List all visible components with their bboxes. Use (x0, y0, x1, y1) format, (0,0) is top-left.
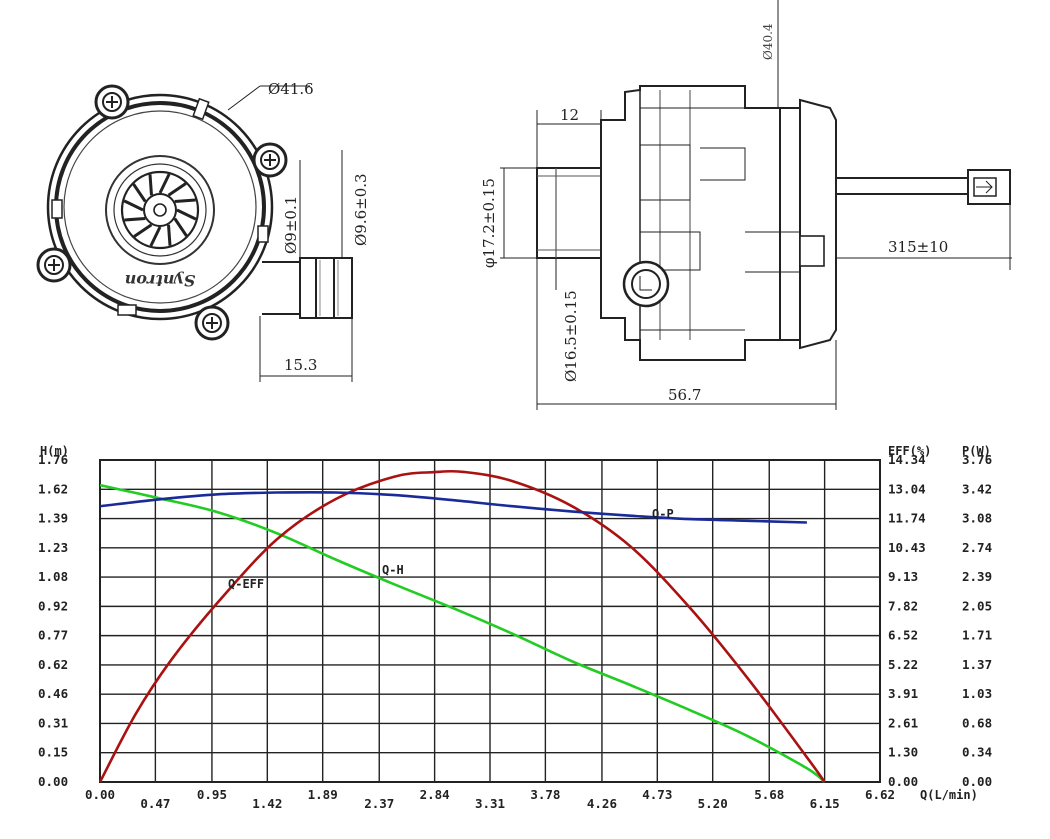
x-tick-label: 6.62 (865, 787, 895, 802)
eff-tick-label: 5.22 (888, 657, 918, 672)
dim-inlet-length: 12 (560, 106, 579, 124)
eff-tick-label: 10.43 (888, 540, 926, 555)
dim-inlet-outer-diameter: φ17.2±0.15 (480, 178, 498, 268)
series-label-q-h: Q-H (382, 563, 404, 577)
p-axis-title: P(W) (962, 444, 991, 458)
p-tick-label: 3.42 (962, 481, 992, 496)
impeller-blade (148, 174, 153, 196)
h-tick-label: 1.39 (38, 511, 68, 526)
p-tick-label: 1.03 (962, 686, 992, 701)
p-tick-label: 1.37 (962, 657, 992, 672)
dim-height: Ø40.4 (761, 23, 775, 60)
series-q-h-line (99, 483, 826, 784)
series-q-eff-line (98, 469, 826, 783)
dim-outlet-diameter-large: Ø9.6±0.3 (352, 173, 370, 246)
p-tick-label: 2.39 (962, 569, 992, 584)
eff-tick-label: 14.34 (888, 452, 926, 467)
x-tick-label: 3.78 (530, 787, 560, 802)
h-tick-label: 0.46 (38, 686, 68, 701)
impeller-blade (174, 198, 196, 203)
x-tick-label: 5.68 (754, 787, 784, 802)
performance-chart: 0.00 0.15 0.31 0.46 0.62 0.77 0.92 1.08 1.23 1.39… (38, 444, 992, 811)
series-q-p-line (99, 490, 807, 524)
dim-outlet-length: 15.3 (284, 356, 317, 374)
eff-tick-label: 2.61 (888, 715, 918, 730)
chart-grid (99, 459, 881, 783)
h-tick-label: 1.62 (38, 481, 68, 496)
h-tick-label: 0.00 (38, 774, 68, 789)
impeller-blade (167, 224, 172, 246)
x-tick-label: 2.84 (420, 787, 450, 802)
h-tick-label: 0.77 (38, 628, 68, 643)
eff-tick-label: 1.30 (888, 745, 918, 760)
dim-outlet-diameter-small: Ø9±0.1 (282, 196, 300, 254)
h-tick-label: 0.31 (38, 715, 68, 730)
h-tick-label: 0.62 (38, 657, 68, 672)
dim-cable-length: 315±10 (888, 238, 948, 256)
p-tick-label: 2.74 (962, 540, 992, 555)
impeller-blade (133, 223, 153, 238)
screw-boss (194, 305, 230, 341)
p-tick-label: 0.68 (962, 715, 992, 730)
x-tick-label: 4.73 (642, 787, 672, 802)
dim-housing-diameter: Ø41.6 (268, 80, 314, 98)
x-axis-title: Q(L/min) (920, 788, 978, 802)
h-tick-label: 1.08 (38, 569, 68, 584)
x-tick-label: 0.00 (85, 787, 115, 802)
series-label-q-eff: Q-EFF (228, 577, 264, 591)
x-tick-label: 2.37 (364, 796, 394, 811)
x-tick-label: 5.20 (698, 796, 728, 811)
p-tick-label: 2.05 (962, 598, 992, 613)
eff-tick-label: 3.91 (888, 686, 918, 701)
p-axis-ticks: 0.00 0.34 0.68 1.03 1.37 1.71 2.05 2.39 2.74 3.08… (962, 452, 992, 789)
eff-axis-ticks: 0.00 1.30 2.61 3.91 5.22 6.52 7.82 9.13 10.43 11.… (888, 452, 926, 789)
h-tick-label: 0.15 (38, 745, 68, 760)
p-tick-label: 0.34 (962, 745, 992, 760)
eff-tick-label: 13.04 (888, 481, 926, 496)
impeller-blade (132, 183, 147, 203)
x-tick-label: 1.89 (308, 787, 338, 802)
h-tick-label: 1.23 (38, 540, 68, 555)
pump-front-view: Syntron (36, 80, 370, 382)
brand-logo: Syntron (125, 271, 196, 290)
x-tick-label: 0.47 (140, 796, 170, 811)
h-tick-label: 1.76 (38, 452, 68, 467)
chart-curves (98, 469, 826, 784)
impeller-blade (176, 208, 197, 221)
x-tick-label: 6.15 (810, 796, 840, 811)
h-tick-label: 0.92 (38, 598, 68, 613)
impeller-blade (149, 226, 162, 247)
p-tick-label: 3.08 (962, 511, 992, 526)
h-axis-ticks: 0.00 0.15 0.31 0.46 0.62 0.77 0.92 1.08 1.23 1.39… (38, 452, 68, 789)
x-tick-label: 4.26 (587, 796, 617, 811)
screw-boss (36, 247, 72, 283)
eff-tick-label: 11.74 (888, 511, 926, 526)
series-label-q-p: Q-P (652, 507, 674, 521)
p-tick-label: 3.76 (962, 452, 992, 467)
dim-inlet-inner-diameter: Ø16.5±0.15 (562, 290, 580, 382)
x-tick-label: 0.95 (197, 787, 227, 802)
x-tick-label: 1.42 (252, 796, 282, 811)
p-tick-label: 1.71 (962, 628, 992, 643)
eff-tick-label: 0.00 (888, 774, 918, 789)
p-tick-label: 0.00 (962, 774, 992, 789)
impeller-blade (124, 217, 146, 222)
screw-boss (94, 84, 130, 120)
x-axis-ticks: 0.00 0.95 1.89 2.84 3.78 4.73 5.68 6.62 0.47 1.42… (85, 787, 895, 811)
eff-tick-label: 7.82 (888, 598, 918, 613)
impeller-blade (158, 173, 171, 194)
impeller-blade (173, 217, 188, 237)
x-tick-label: 3.31 (475, 796, 505, 811)
eff-tick-label: 9.13 (888, 569, 918, 584)
screw-boss (252, 142, 288, 178)
h-axis-title: H(m) (40, 444, 69, 458)
dim-total-length: 56.7 (668, 386, 701, 404)
impeller-blade (167, 182, 187, 197)
pump-side-view: 12 φ17.2±0.15 Ø16.5±0.15 56.7 315±10 Ø40… (480, 0, 1012, 410)
eff-tick-label: 6.52 (888, 628, 918, 643)
eff-axis-title: EFF(%) (888, 444, 931, 458)
impeller-blade (123, 199, 144, 212)
